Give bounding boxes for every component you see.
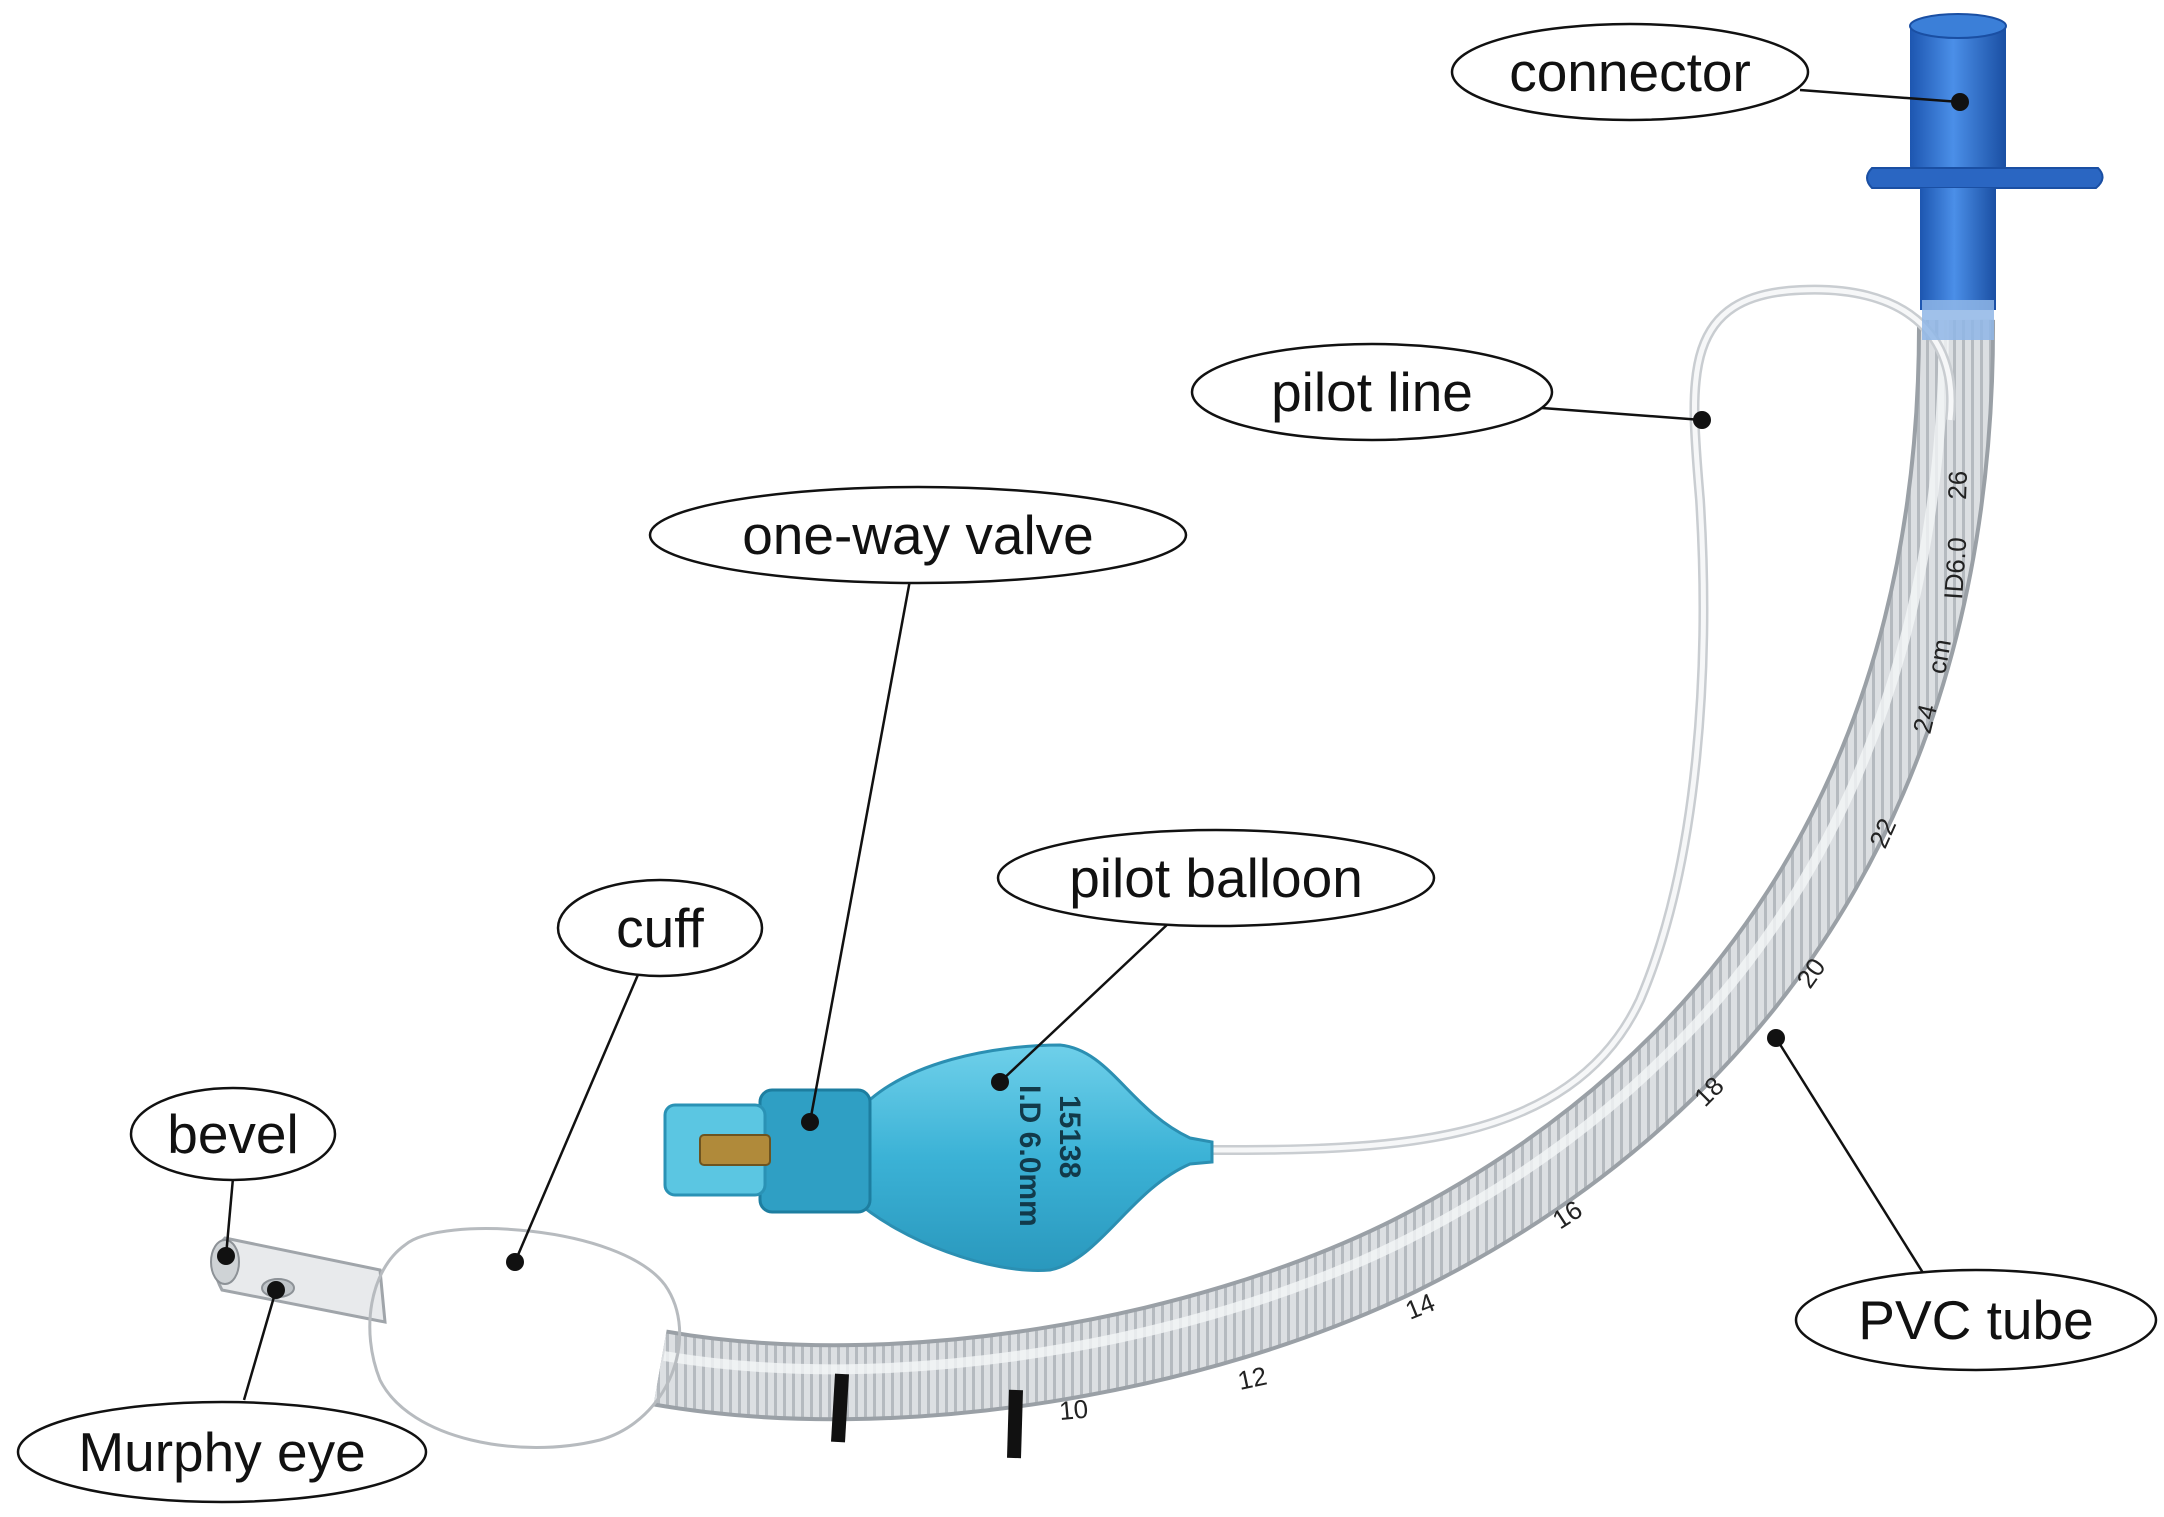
leader-pilot-line bbox=[1541, 406, 1703, 422]
label-cuff-text: cuff bbox=[616, 897, 704, 959]
label-murphy-eye: Murphy eye bbox=[16, 1400, 428, 1504]
connector-stem bbox=[1920, 188, 1996, 310]
tube-mark-12: 12 bbox=[1235, 1361, 1270, 1396]
tube-mark-cm: cm bbox=[1921, 637, 1957, 676]
pointer-dot-connector bbox=[1951, 93, 1969, 111]
leader-connector bbox=[1799, 88, 1961, 104]
label-murphy-eye-text: Murphy eye bbox=[78, 1421, 365, 1483]
label-pvc-tube: PVC tube bbox=[1794, 1268, 2158, 1372]
leader-one-way-valve bbox=[808, 579, 912, 1123]
pilot-balloon-shape bbox=[853, 1043, 1214, 1272]
pointer-dot-pvc-tube bbox=[1767, 1029, 1785, 1047]
leader-bevel bbox=[224, 1177, 235, 1257]
pointer-dot-cuff bbox=[506, 1253, 524, 1271]
depth-band bbox=[831, 1373, 849, 1443]
pointer-dot-pilot-balloon bbox=[991, 1073, 1009, 1091]
depth-band bbox=[1007, 1389, 1023, 1459]
pointer-dot-murphy-eye bbox=[267, 1281, 285, 1299]
label-cuff: cuff bbox=[556, 878, 764, 978]
label-one-way-valve: one-way valve bbox=[648, 485, 1188, 585]
balloon-text-2: I.D 6.0mm bbox=[1013, 1085, 1046, 1227]
valve-pin bbox=[699, 1134, 771, 1166]
connector-sleeve bbox=[1922, 300, 1994, 340]
pointer-dot-pilot-line bbox=[1693, 411, 1711, 429]
leader-pvc-tube bbox=[1774, 1037, 1942, 1301]
connector-flange bbox=[1866, 167, 2104, 189]
pilot-line-tube-inner bbox=[1209, 287, 1954, 1153]
distal-tip bbox=[212, 1236, 387, 1324]
pointer-dot-bevel bbox=[217, 1247, 235, 1265]
label-pilot-line: pilot line bbox=[1190, 342, 1554, 442]
tube-mark-id: ID6.0 bbox=[1938, 536, 1972, 600]
tube-mark-10: 10 bbox=[1058, 1394, 1089, 1426]
pvc-tube-coil bbox=[653, 319, 1992, 1418]
label-pilot-balloon: pilot balloon bbox=[996, 828, 1436, 928]
label-bevel-text: bevel bbox=[167, 1103, 298, 1165]
tube-mark-24: 24 bbox=[1907, 701, 1943, 736]
label-pvc-tube-text: PVC tube bbox=[1858, 1289, 2093, 1351]
tube-mark-26: 26 bbox=[1942, 470, 1973, 500]
label-pilot-balloon-text: pilot balloon bbox=[1069, 847, 1363, 909]
valve-body bbox=[758, 1088, 872, 1214]
leader-murphy-eye bbox=[242, 1289, 278, 1401]
balloon-text-1: 15138 bbox=[1053, 1095, 1086, 1178]
connector-rim bbox=[1909, 13, 2007, 39]
pointer-dot-one-way-valve bbox=[801, 1113, 819, 1131]
label-connector: connector bbox=[1450, 22, 1810, 122]
label-one-way-valve-text: one-way valve bbox=[742, 504, 1094, 566]
label-connector-text: connector bbox=[1509, 41, 1751, 103]
label-pilot-line-text: pilot line bbox=[1271, 361, 1473, 423]
leader-cuff bbox=[513, 969, 642, 1263]
leader-pilot-balloon bbox=[999, 921, 1171, 1083]
label-bevel: bevel bbox=[129, 1086, 337, 1182]
cuff-shape bbox=[368, 1227, 682, 1449]
pvc-tube-highlight bbox=[663, 319, 1949, 1375]
